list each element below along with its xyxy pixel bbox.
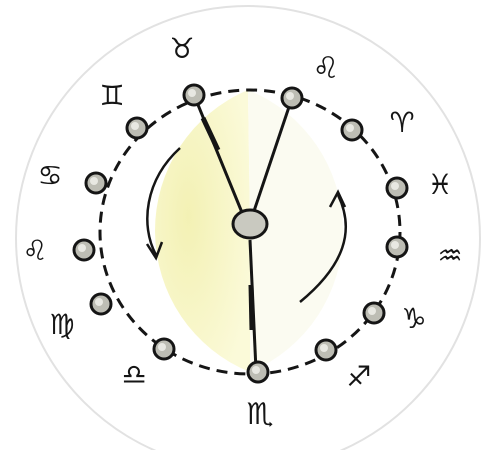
- bead-highlight: [320, 344, 328, 352]
- sign-capricorn-icon: ♑: [401, 302, 426, 335]
- bead-highlight: [158, 343, 166, 351]
- hand-down-thick: [251, 285, 252, 330]
- bead-highlight: [95, 298, 103, 306]
- bead-highlight: [346, 124, 354, 132]
- sign-libra-icon: ♎: [121, 358, 146, 391]
- bead-highlight: [188, 89, 196, 97]
- bead-highlight: [368, 307, 376, 315]
- sign-aries-icon: ♈: [389, 106, 414, 139]
- sign-leo-icon: ♌: [22, 234, 47, 267]
- bead-highlight: [78, 244, 86, 252]
- sign-scorpio-icon: ♏: [247, 397, 274, 432]
- sign-taurus-icon: ♉: [169, 32, 194, 65]
- bead-highlight: [252, 366, 260, 374]
- sign-aquarius-icon: ♒: [437, 239, 462, 272]
- bead-highlight: [391, 182, 399, 190]
- sign-cancer-icon: ♋: [37, 159, 62, 192]
- bead-highlight: [391, 241, 399, 249]
- bead-highlight: [286, 92, 294, 100]
- central-hub: [233, 210, 267, 238]
- bead-highlight: [90, 177, 98, 185]
- sign-leo-top-icon: ♌: [313, 51, 340, 86]
- sign-virgo-icon: ♍: [49, 308, 74, 341]
- bead-highlight: [131, 122, 139, 130]
- sign-pisces-icon: ♓: [427, 168, 452, 201]
- sign-gemini-icon: ♊: [99, 79, 124, 112]
- sign-sagittarius-icon: ♐: [346, 360, 371, 393]
